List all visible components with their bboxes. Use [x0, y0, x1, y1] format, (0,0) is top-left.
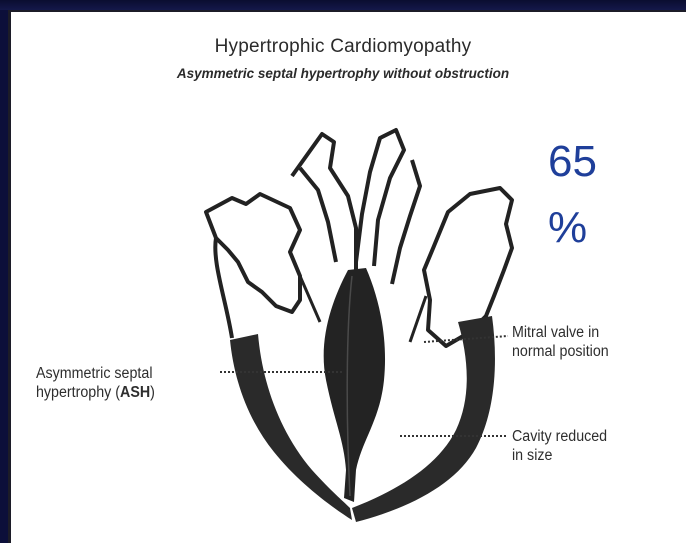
label-mitral-line2: normal position [512, 342, 609, 361]
pulmonary-left-outline [356, 130, 404, 266]
mitral-leaflet-left [300, 276, 320, 322]
label-ash-abbrev: ASH [120, 384, 150, 401]
label-ash-line1: Asymmetric septal [36, 364, 155, 383]
right-atrium-outline [206, 194, 300, 312]
diagram-subtitle: Asymmetric septal hypertrophy without ob… [0, 66, 686, 81]
diagram-title: Hypertrophic Cardiomyopathy [0, 36, 686, 58]
label-cavity: Cavity reduced in size [512, 427, 607, 465]
label-cavity-line1: Cavity reduced [512, 427, 607, 446]
stat-unit: % [548, 206, 587, 250]
stat-value: 65 [548, 140, 597, 184]
pulmonary-right-outline [392, 160, 420, 284]
aorta-left-outline [292, 134, 356, 270]
label-ash: Asymmetric septal hypertrophy (ASH) [36, 364, 155, 402]
label-ash-line2: hypertrophy (ASH) [36, 383, 155, 402]
hypertrophied-septum [324, 268, 385, 502]
label-mitral-line1: Mitral valve in [512, 323, 609, 342]
mitral-leaflet-right [410, 296, 426, 342]
label-mitral-valve: Mitral valve in normal position [512, 323, 609, 361]
label-ash-suffix: ) [150, 384, 155, 401]
label-ash-prefix: hypertrophy ( [36, 384, 120, 401]
aorta-right-outline [300, 168, 336, 262]
label-cavity-line2: in size [512, 446, 607, 465]
